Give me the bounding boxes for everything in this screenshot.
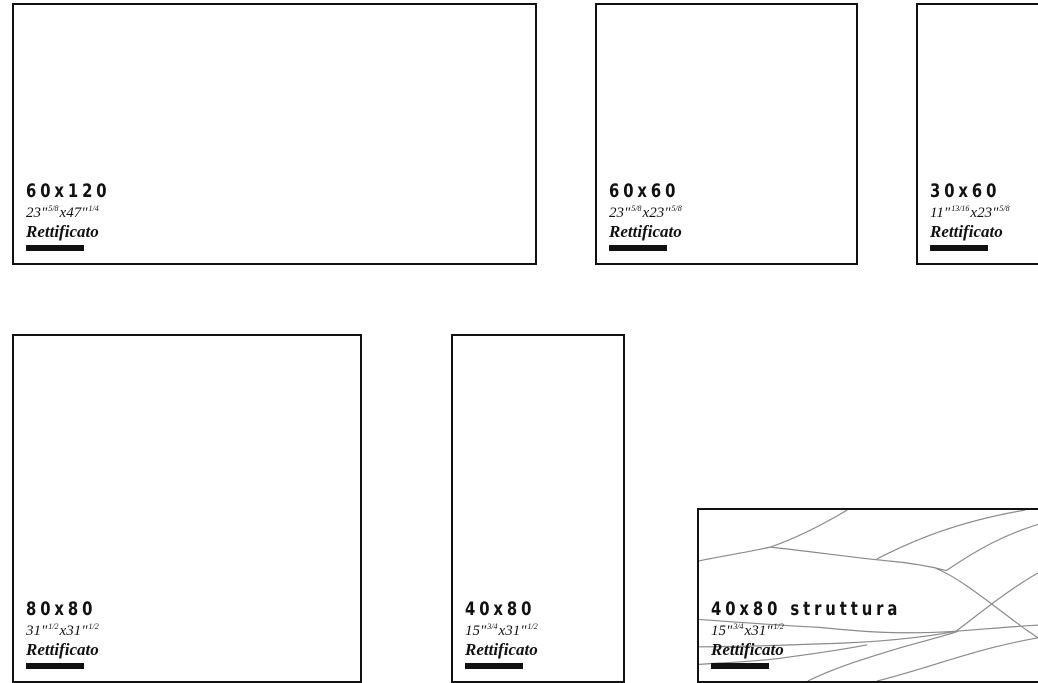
tile-size-cm: 60x120 xyxy=(26,181,111,201)
tile-40x80-struttura[interactable]: 40x80 struttura 15"3/4x31"1/2 Rettificat… xyxy=(697,508,1038,683)
tile-finish: Rettificato xyxy=(26,639,116,660)
tile-bar xyxy=(930,245,988,251)
tile-finish: Rettificato xyxy=(711,639,955,660)
tile-80x80[interactable]: 80x80 31"1/2x31"1/2 Rettificato xyxy=(12,334,362,683)
tile-size-inches: 23"5/8x47"1/4 xyxy=(26,201,134,221)
tile-label: 40x80 struttura 15"3/4x31"1/2 Rettificat… xyxy=(711,599,955,669)
tile-60x120[interactable]: 60x120 23"5/8x47"1/4 Rettificato xyxy=(12,3,537,265)
tile-label: 30x60 11"13/16x23"5/8 Rettificato xyxy=(930,181,1020,251)
tile-bar xyxy=(609,245,667,251)
texture-vein xyxy=(877,510,1025,559)
tile-size-cm: 80x80 xyxy=(26,599,96,619)
tile-finish: Rettificato xyxy=(930,221,1020,242)
tile-size-inches: 23"5/8x23"5/8 xyxy=(609,201,699,221)
tile-finish: Rettificato xyxy=(465,639,555,660)
texture-vein xyxy=(956,564,1038,631)
tile-label: 80x80 31"1/2x31"1/2 Rettificato xyxy=(26,599,116,669)
tile-label: 40x80 15"3/4x31"1/2 Rettificato xyxy=(465,599,555,669)
tile-finish: Rettificato xyxy=(609,221,699,242)
tile-size-cm: 30x60 xyxy=(930,181,1000,201)
tile-size-inches: 15"3/4x31"1/2 xyxy=(711,619,955,639)
tile-bar xyxy=(711,663,769,669)
texture-vein xyxy=(770,547,946,570)
tile-finish: Rettificato xyxy=(26,221,134,242)
tile-bar xyxy=(465,663,523,669)
tile-size-inches: 31"1/2x31"1/2 xyxy=(26,619,116,639)
tile-60x60[interactable]: 60x60 23"5/8x23"5/8 Rettificato xyxy=(595,3,858,265)
tile-size-cm: 40x80 struttura xyxy=(711,599,901,619)
tile-label: 60x120 23"5/8x47"1/4 Rettificato xyxy=(26,181,134,251)
tile-label: 60x60 23"5/8x23"5/8 Rettificato xyxy=(609,181,699,251)
tile-40x80[interactable]: 40x80 15"3/4x31"1/2 Rettificato xyxy=(451,334,625,683)
texture-vein xyxy=(946,520,1038,571)
tile-size-inches: 11"13/16x23"5/8 xyxy=(930,201,1020,221)
tile-size-inches: 15"3/4x31"1/2 xyxy=(465,619,555,639)
tile-size-cm: 40x80 xyxy=(465,599,535,619)
tile-bar xyxy=(26,663,84,669)
tile-size-cm: 60x60 xyxy=(609,181,679,201)
tile-30x60[interactable]: 30x60 11"13/16x23"5/8 Rettificato xyxy=(916,3,1038,265)
tile-bar xyxy=(26,245,84,251)
